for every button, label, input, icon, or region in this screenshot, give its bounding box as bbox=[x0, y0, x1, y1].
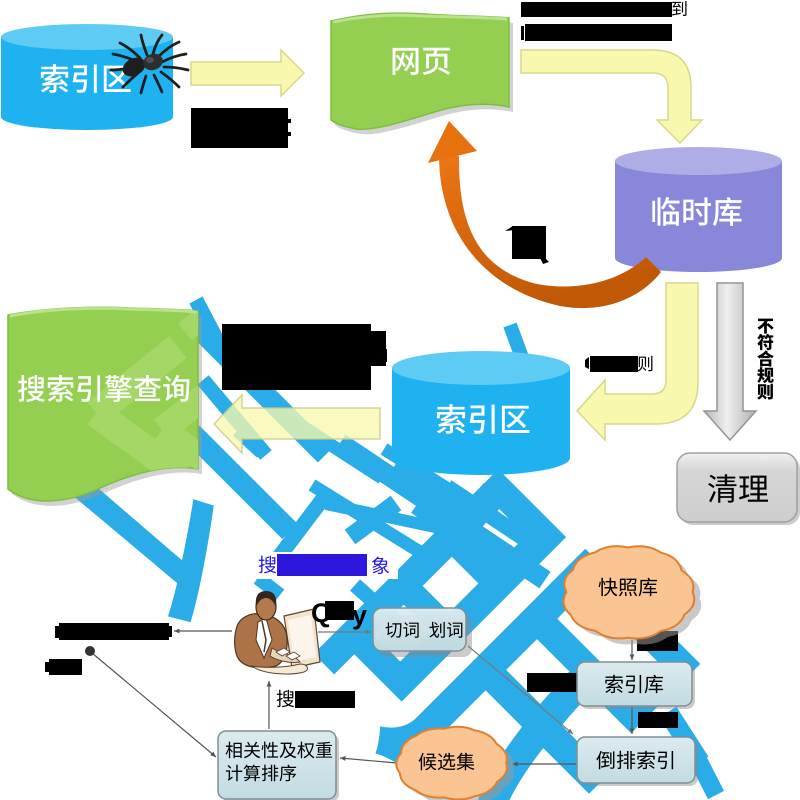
svg-text:y: y bbox=[352, 600, 367, 630]
